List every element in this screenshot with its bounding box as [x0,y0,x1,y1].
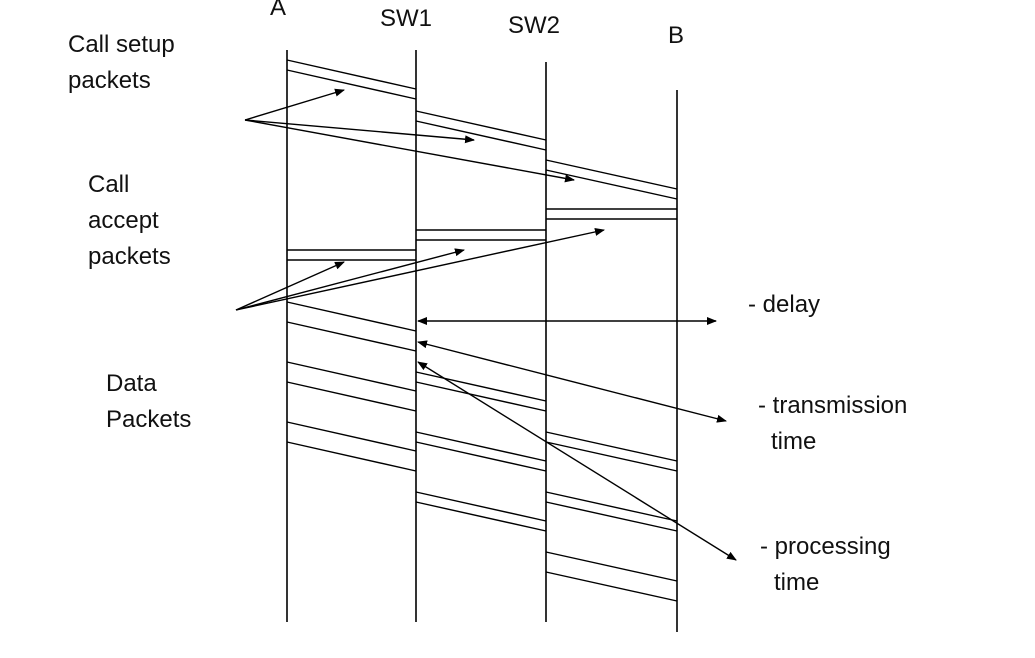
accept-pointer-2 [235,248,465,311]
node-label-sw2: SW2 [508,12,561,39]
data-packet-1-a-sw1-top [286,301,417,332]
call-accept-label-line-2: accept [88,207,159,234]
setup-packet-sw1-sw2-bottom [415,120,547,151]
node-lines [286,50,678,632]
call-accept-label-line-1: Call [88,171,130,198]
processing-time-label-line-1: - processing [760,533,891,560]
measurement-arrows [417,317,737,561]
node-label-sw1: SW1 [380,5,433,32]
call-accept-packets [287,208,677,261]
transmission-time-arrow [417,340,727,423]
processing-time-arrow [417,361,737,561]
data-packets-label-line-1: Data [106,370,157,397]
setup-pointer-3 [244,119,575,183]
call-setup-label-line-2: packets [68,67,151,94]
call-setup-packets [286,59,678,200]
data-packet-3-a-sw1-bottom [286,441,417,472]
node-label-b: B [668,22,685,49]
setup-pointer-1 [244,88,345,121]
delay-label: - delay [748,291,821,318]
call-accept-label-line-3: packets [88,243,171,270]
data-packets-label-line-2: Packets [106,406,192,433]
setup-packet-a-sw1-bottom [286,69,417,100]
setup-pointer-2 [244,119,475,144]
accept-pointer-1 [235,261,345,311]
transmission-time-label-line-2: time [771,428,817,455]
setup-packet-a-sw1-top [286,59,417,90]
call-accept-pointers [235,228,605,311]
data-packet-3-a-sw1-top [286,421,417,452]
call-setup-pointers [244,88,575,183]
call-setup-label-line-1: Call setup [68,31,175,58]
data-packets [286,301,678,602]
node-label-a: A [270,0,287,21]
data-packet-2-a-sw1-bottom [286,381,417,412]
setup-packet-sw2-b-top [545,159,678,190]
accept-pointer-3 [235,228,605,311]
data-packet-1-a-sw1-bottom [286,321,417,352]
processing-time-label-line-2: time [774,569,820,596]
transmission-time-label-line-1: - transmission [758,392,908,419]
data-packet-2-a-sw1-top [286,361,417,392]
setup-packet-sw1-sw2-top [415,110,547,141]
data-packet-3-sw2-b-bottom [545,571,678,602]
